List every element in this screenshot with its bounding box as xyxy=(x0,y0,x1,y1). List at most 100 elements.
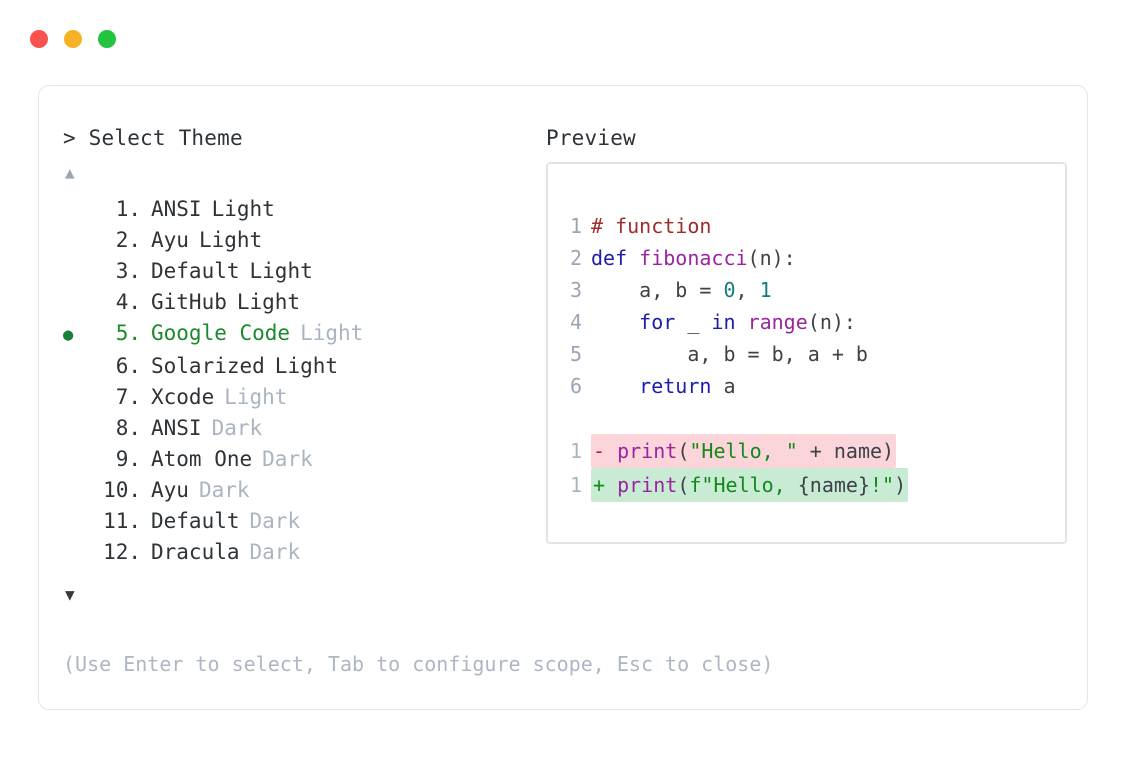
code-line: 6 return a xyxy=(566,370,908,402)
theme-item-name: Default xyxy=(151,509,240,533)
line-number: 4 xyxy=(569,310,582,334)
scroll-up-arrow-icon[interactable]: ▲ xyxy=(65,163,75,182)
code-token: 0 xyxy=(723,278,736,302)
select-theme-header: > Select Theme xyxy=(63,126,243,150)
theme-item-number: 7. xyxy=(103,385,141,409)
code-line-text: for _ in range(n): xyxy=(591,306,856,338)
theme-item-number: 10. xyxy=(103,478,141,502)
line-number: 1 xyxy=(569,214,582,238)
code-token: a, b = b, a + b xyxy=(591,342,868,366)
code-token: {name} xyxy=(797,473,870,497)
code-token: ) xyxy=(894,473,907,497)
theme-item-number: 8. xyxy=(103,416,141,440)
theme-item-variant: Light xyxy=(274,354,339,378)
code-token: (n): xyxy=(807,310,856,334)
theme-item-variant: Light xyxy=(224,385,288,409)
theme-item-number: 2. xyxy=(103,228,141,252)
code-token: fibonacci xyxy=(639,246,748,270)
theme-item-variant: Dark xyxy=(249,509,301,533)
theme-item-number: 6. xyxy=(103,354,141,378)
code-token xyxy=(591,310,639,334)
theme-item-name: Atom One xyxy=(151,447,253,471)
code-line: 3 a, b = 0, 1 xyxy=(566,274,908,306)
selected-bullet-icon: ● xyxy=(63,325,74,345)
line-number: 3 xyxy=(569,278,582,302)
scroll-down-arrow-icon[interactable]: ▼ xyxy=(65,585,75,604)
theme-item-number: 9. xyxy=(103,447,141,471)
code-token: print xyxy=(617,439,678,463)
theme-item-variant: Light xyxy=(249,259,313,283)
theme-item-variant: Light xyxy=(236,290,301,314)
theme-list-item[interactable]: 8. ANSI Dark xyxy=(63,413,538,444)
theme-item-name: Default xyxy=(151,259,240,283)
code-line: 2 def fibonacci(n): xyxy=(566,242,908,274)
diff-line-text: + print(f"Hello, {name}!") xyxy=(591,468,909,502)
theme-item-name: Google Code xyxy=(151,321,291,345)
line-number: 2 xyxy=(569,246,582,270)
theme-item-name: Ayu xyxy=(151,478,189,502)
theme-list-item[interactable]: 11. Default Dark xyxy=(63,506,538,537)
close-dot[interactable] xyxy=(30,30,48,48)
theme-list-item[interactable]: 2. Ayu Light xyxy=(63,225,538,256)
maximize-dot[interactable] xyxy=(98,30,116,48)
theme-item-variant: Dark xyxy=(211,416,263,440)
theme-list-item[interactable]: 9. Atom One Dark xyxy=(63,444,538,475)
code-token xyxy=(736,310,748,334)
theme-list-item[interactable]: 4. GitHub Light xyxy=(63,287,538,318)
theme-item-variant: Dark xyxy=(198,478,250,502)
theme-item-name: ANSI xyxy=(151,416,202,440)
code-token: for xyxy=(639,310,676,334)
code-token: "Hello, " xyxy=(689,439,798,463)
code-token: , xyxy=(735,278,760,302)
code-line-text: def fibonacci(n): xyxy=(591,242,796,274)
theme-list-item[interactable]: ● 5. Google Code Light xyxy=(63,318,538,351)
code-line-text: return a xyxy=(591,370,735,402)
window-controls xyxy=(30,30,116,48)
theme-item-number: 11. xyxy=(103,509,141,533)
line-number: 5 xyxy=(569,342,582,366)
code-token: ( xyxy=(677,439,690,463)
diff-minus-marker: - xyxy=(593,439,618,463)
theme-item-name: Ayu xyxy=(151,228,189,252)
theme-item-variant: Light xyxy=(198,228,263,252)
code-token: return xyxy=(639,374,712,398)
diff-line-text: - print("Hello, " + name) xyxy=(591,434,897,468)
theme-item-variant: Dark xyxy=(262,447,313,471)
theme-item-variant: Light xyxy=(300,321,364,345)
code-line: 1 # function xyxy=(566,210,908,242)
theme-item-name: Xcode xyxy=(151,385,215,409)
minimize-dot[interactable] xyxy=(64,30,82,48)
diff-added-line: 1+ print(f"Hello, {name}!") xyxy=(566,468,909,502)
code-token: in xyxy=(711,310,736,334)
code-token: _ xyxy=(675,310,712,334)
theme-item-name: GitHub xyxy=(151,290,227,314)
keyboard-hint: (Use Enter to select, Tab to configure s… xyxy=(63,652,774,676)
theme-item-variant: Dark xyxy=(249,540,301,564)
code-line-text: a, b = 0, 1 xyxy=(591,274,771,306)
theme-item-number: 5. xyxy=(103,321,141,345)
theme-item-name: ANSI xyxy=(151,197,202,221)
theme-list-item[interactable]: 7. Xcode Light xyxy=(63,382,538,413)
theme-list-item[interactable]: 10. Ayu Dark xyxy=(63,475,538,506)
code-token: + name) xyxy=(797,439,895,463)
diff-plus-marker: + xyxy=(593,473,618,497)
line-number: 6 xyxy=(569,374,582,398)
code-token: range xyxy=(747,310,808,334)
code-token: f"Hello, xyxy=(689,473,798,497)
theme-item-variant: Light xyxy=(211,197,275,221)
theme-item-number: 4. xyxy=(103,290,141,314)
code-line: 5 a, b = b, a + b xyxy=(566,338,908,370)
theme-item-number: 12. xyxy=(103,540,141,564)
code-line-text: # function xyxy=(591,210,711,242)
code-token: ( xyxy=(677,473,690,497)
